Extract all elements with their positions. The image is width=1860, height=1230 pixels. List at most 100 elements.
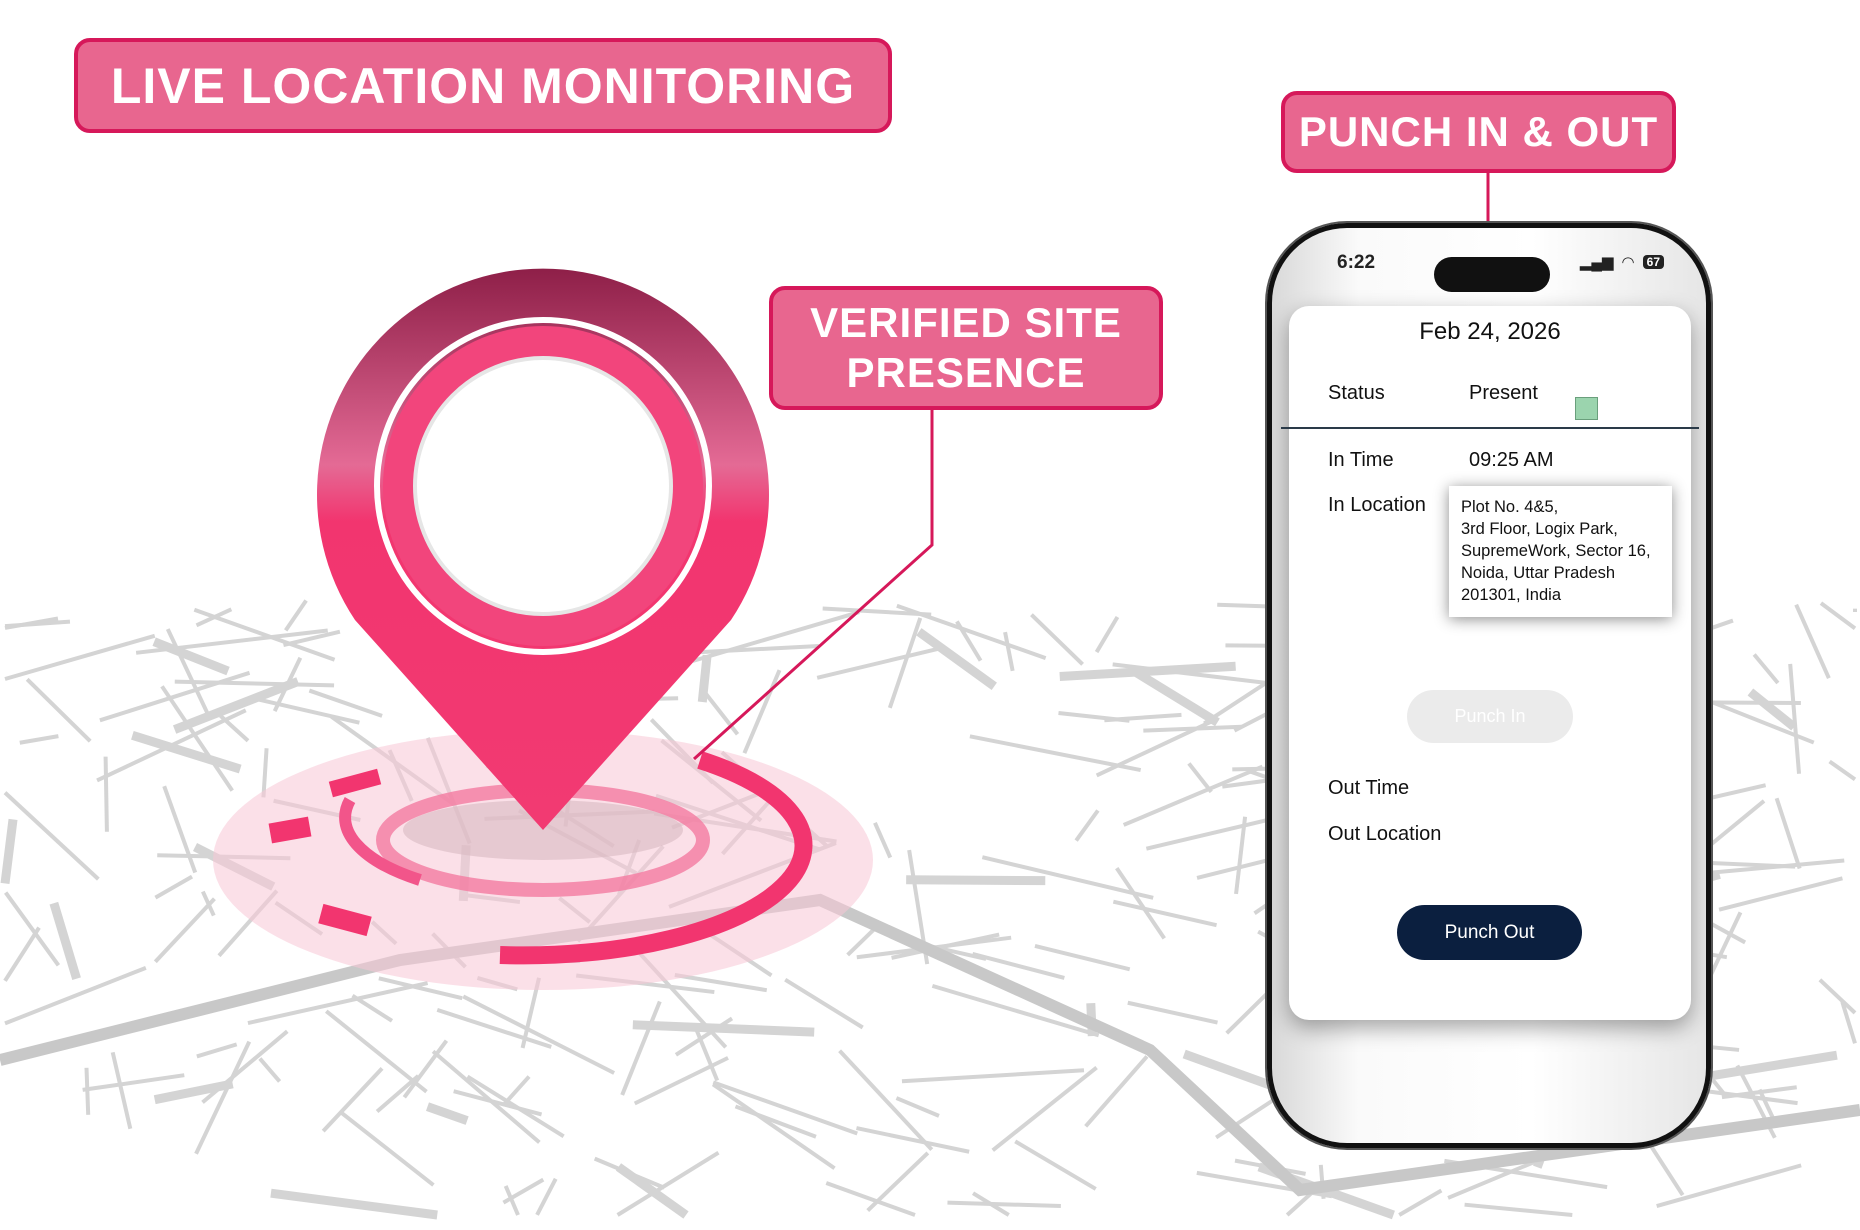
map-street <box>615 1163 689 1219</box>
map-street <box>1143 724 1242 733</box>
map-street <box>172 677 300 734</box>
map-street <box>4 891 61 967</box>
map-street <box>194 1040 252 1155</box>
map-street <box>19 734 59 745</box>
map-street <box>1464 1202 1573 1217</box>
in-location-address: Plot No. 4&5, 3rd Floor, Logix Park, Sup… <box>1449 486 1672 617</box>
map-street <box>1127 1000 1218 1025</box>
map-street <box>153 897 216 964</box>
map-street <box>1074 809 1100 842</box>
map-street <box>1757 1088 1777 1122</box>
phone-mockup: 6:22 ▂▄▆ ◠ 67 Feb 24, 2026 Status Presen… <box>1267 223 1711 1148</box>
map-street <box>154 874 194 900</box>
map-street <box>1794 603 1831 679</box>
map-street <box>692 1023 720 1082</box>
out-location-label: Out Location <box>1328 823 1442 845</box>
map-street <box>916 628 997 690</box>
map-street <box>339 1110 435 1187</box>
map-street <box>258 697 360 725</box>
map-street <box>1115 866 1166 940</box>
map-street <box>82 1073 185 1092</box>
callout-text: VERIFIED SITE <box>810 298 1122 346</box>
map-street <box>1656 1163 1802 1208</box>
callout-live-location-monitoring: LIVE LOCATION MONITORING <box>74 38 892 133</box>
punch-out-button[interactable]: Punch Out <box>1397 905 1582 960</box>
map-street <box>535 1177 558 1216</box>
dynamic-island <box>1434 257 1550 292</box>
map-street <box>96 708 247 783</box>
map-street <box>931 983 1100 1038</box>
map-main-road <box>0 893 1860 1197</box>
address-line: Plot No. 4&5, <box>1461 498 1559 516</box>
map-street <box>1690 1050 1838 1084</box>
map-street <box>1752 653 1780 685</box>
map-street <box>49 901 81 980</box>
map-street <box>711 1082 836 1170</box>
map-street <box>165 628 211 716</box>
out-time-label: Out Time <box>1328 777 1410 799</box>
map-street <box>4 619 71 629</box>
map-street <box>895 1096 940 1118</box>
map-street <box>4 965 147 1026</box>
map-street <box>351 994 394 1023</box>
map-street <box>816 645 943 680</box>
map-street <box>1818 978 1857 1015</box>
map-street <box>201 1029 289 1104</box>
map-street <box>193 607 336 662</box>
map-street <box>822 606 932 617</box>
map-street <box>4 633 156 681</box>
map-street <box>402 1039 449 1099</box>
map-street <box>103 756 109 832</box>
map-street <box>25 677 92 743</box>
map-street <box>196 1042 238 1059</box>
address-line: 3rd Floor, Logix Park, <box>1461 520 1618 538</box>
map-street <box>846 925 879 957</box>
map-street <box>162 785 198 874</box>
map-street <box>321 1066 384 1133</box>
map-street <box>947 1200 1061 1208</box>
connector-line-verified <box>692 410 934 761</box>
signal-icon: ▂▄▆ <box>1579 254 1614 271</box>
in-location-label: In Location <box>1328 494 1426 516</box>
map-street <box>1398 1188 1443 1217</box>
status-indicator <box>1575 397 1598 420</box>
status-value: Present <box>1469 382 1538 404</box>
map-street <box>258 1057 282 1083</box>
map-street <box>972 951 1065 980</box>
map-street <box>674 973 768 993</box>
in-time-label: In Time <box>1328 449 1394 471</box>
map-street <box>261 748 269 798</box>
map-street <box>1058 711 1130 723</box>
map-street <box>697 654 712 703</box>
map-street <box>1774 797 1802 870</box>
map-street <box>616 1150 720 1217</box>
map-street <box>620 1000 662 1096</box>
map-street <box>1234 816 1248 895</box>
map-street <box>873 822 893 859</box>
map-street <box>436 1007 552 1049</box>
map-street <box>838 1049 934 1151</box>
map-street <box>1840 1001 1857 1044</box>
map-street <box>160 685 234 792</box>
map-street <box>690 644 819 655</box>
map-street <box>84 1067 91 1115</box>
map-street <box>1059 661 1236 681</box>
map-street <box>1828 759 1857 782</box>
map-street <box>866 1151 930 1213</box>
map-street <box>284 599 308 632</box>
map-street <box>1084 1055 1149 1128</box>
map-street <box>1718 876 1843 912</box>
attendance-date: Feb 24, 2026 <box>1419 318 1561 345</box>
map-street <box>282 629 341 647</box>
map-street <box>453 1089 543 1117</box>
map-street <box>1819 601 1857 630</box>
punch-in-button[interactable]: Punch In <box>1407 690 1573 743</box>
map-street <box>1134 668 1220 727</box>
status-bar-time: 6:22 <box>1337 252 1376 273</box>
map-street <box>462 994 616 1075</box>
map-street <box>1003 631 1015 672</box>
map-street <box>887 617 923 709</box>
map-street <box>1094 615 1120 654</box>
map-street <box>712 1080 858 1136</box>
